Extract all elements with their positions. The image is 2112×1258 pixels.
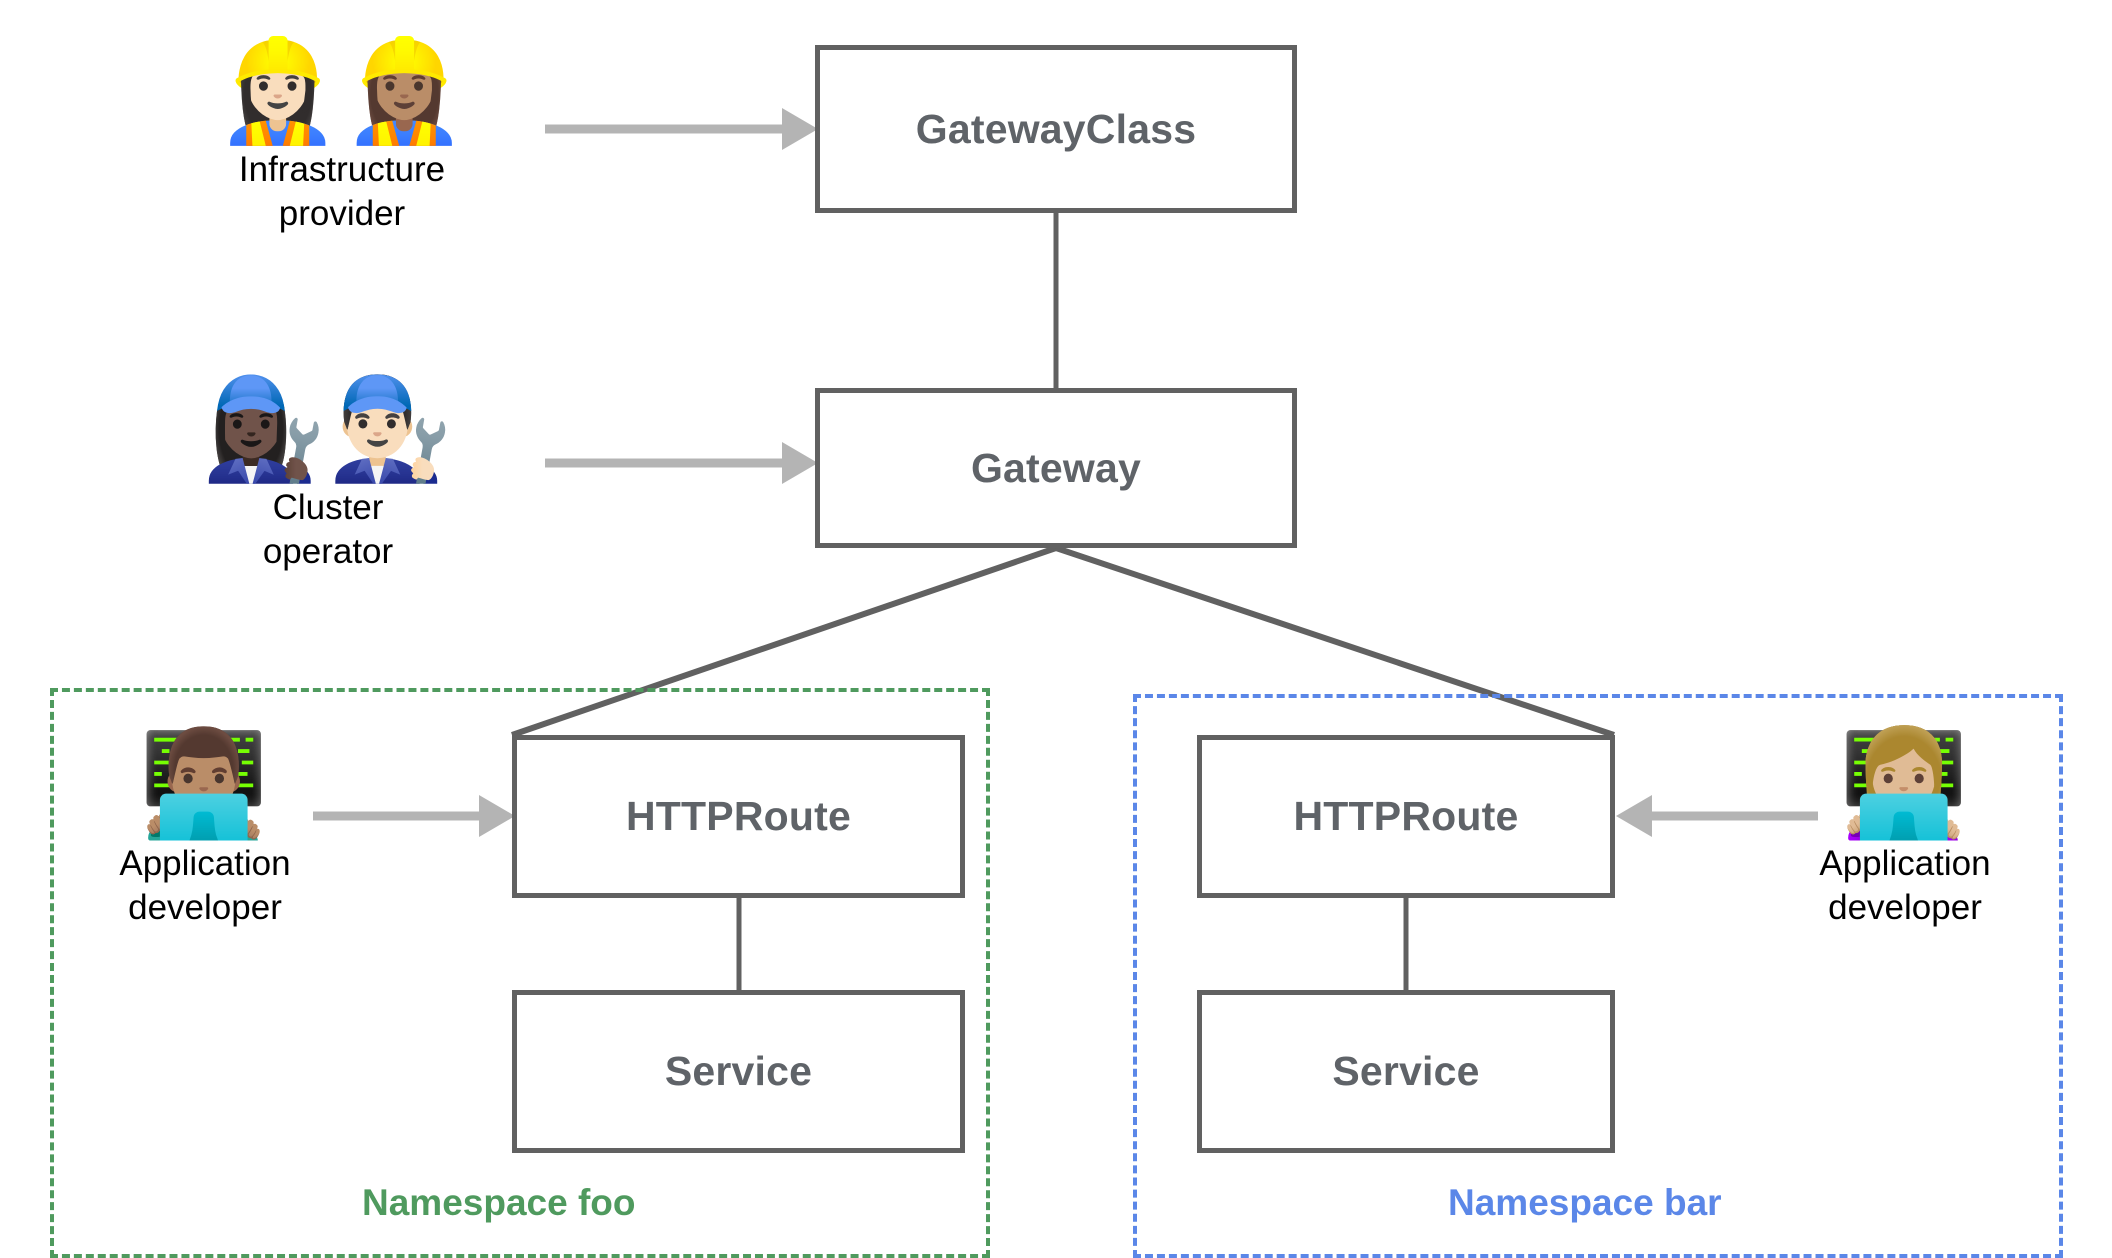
node-httproute-foo-label: HTTPRoute: [626, 793, 851, 839]
node-service-bar[interactable]: Service: [1197, 990, 1615, 1153]
persona-application-developer-foo-label: Application developer: [119, 844, 291, 927]
node-gatewayclass[interactable]: GatewayClass: [815, 45, 1297, 213]
persona-application-developer-foo: 👨🏽‍💻 Application developer: [90, 730, 320, 930]
node-gateway[interactable]: Gateway: [815, 388, 1297, 548]
persona-application-developer-bar-label: Application developer: [1819, 844, 1991, 927]
construction-worker-women-emoji: 👷🏻‍♀️👷🏽‍♀️: [215, 32, 469, 149]
namespace-container-foo: [50, 688, 990, 1258]
node-gatewayclass-label: GatewayClass: [915, 105, 1197, 152]
node-service-foo[interactable]: Service: [512, 990, 965, 1153]
woman-technologist-emoji: 👩🏼‍💻: [1839, 722, 1971, 844]
persona-application-developer-bar: 👩🏼‍💻 Application developer: [1790, 730, 2020, 930]
node-gateway-label: Gateway: [970, 444, 1142, 491]
node-httproute-bar-label: HTTPRoute: [1293, 793, 1519, 839]
arrow-cluster-operator-to-gateway: [545, 442, 818, 484]
node-httproute-bar[interactable]: HTTPRoute: [1197, 735, 1615, 898]
persona-infrastructure-provider: 👷🏻‍♀️👷🏽‍♀️ Infrastructure provider: [202, 40, 482, 236]
node-httproute-foo[interactable]: HTTPRoute: [512, 735, 965, 898]
node-service-foo-label: Service: [664, 1048, 813, 1094]
namespace-container-bar: [1133, 694, 2063, 1258]
mechanic-people-emoji: 👩🏿‍🔧👨🏻‍🔧: [201, 370, 455, 487]
persona-cluster-operator: 👩🏿‍🔧👨🏻‍🔧 Cluster operator: [188, 378, 468, 574]
persona-cluster-operator-label: Cluster operator: [262, 488, 394, 571]
namespace-label-foo: Namespace foo: [362, 1182, 636, 1223]
namespace-label-bar: Namespace bar: [1448, 1182, 1722, 1223]
man-technologist-emoji: 👨🏽‍💻: [139, 722, 271, 844]
arrow-infra-provider-to-gatewayclass: [545, 108, 818, 150]
persona-infrastructure-provider-label: Infrastructure provider: [238, 150, 446, 233]
node-service-bar-label: Service: [1332, 1048, 1480, 1094]
